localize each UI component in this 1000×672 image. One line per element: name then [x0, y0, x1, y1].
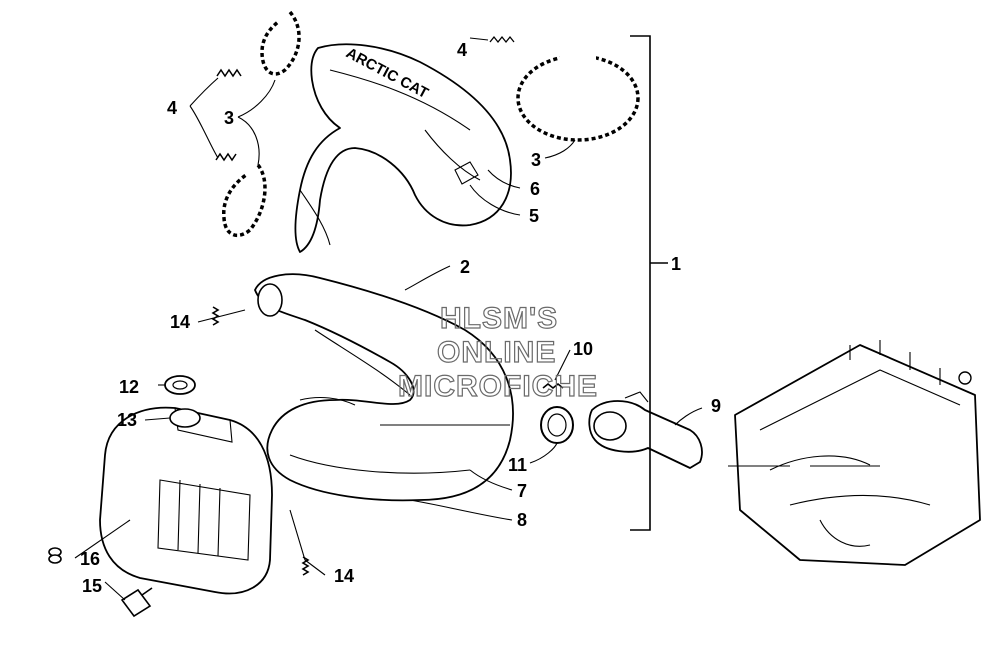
watermark-line1: HLSM'S: [440, 302, 558, 335]
clamp-chain-lower-left: [222, 163, 267, 238]
callout-4b: 4: [457, 40, 467, 60]
leader-lines: [74, 37, 880, 601]
spring-14-lower: [301, 556, 310, 576]
callout-3a: 3: [224, 108, 234, 128]
callout-3b: 3: [531, 150, 541, 170]
spring-small-upper: [216, 68, 242, 78]
expansion-chamber: [254, 273, 514, 502]
exhaust-manifold: [588, 391, 703, 469]
spring-small-top: [489, 35, 515, 44]
callout-10: 10: [573, 339, 593, 359]
exhaust-cover: ARCTIC CAT: [294, 43, 512, 253]
callout-2: 2: [460, 257, 470, 277]
clamp-band-right: [516, 52, 640, 142]
callout-16: 16: [80, 549, 100, 569]
callout-1: 1: [671, 254, 681, 274]
spring-small-lower: [215, 152, 237, 162]
callout-numbers: 1 2 3 3 4 4 5 6 7 8 9 10 11 12 13 14 14 …: [80, 40, 721, 596]
callout-13: 13: [117, 410, 137, 430]
clamp-chain-upper-left: [260, 10, 301, 76]
bolt-assembly-15: [120, 587, 153, 618]
callout-14b: 14: [334, 566, 354, 586]
callout-5: 5: [529, 206, 539, 226]
callout-14a: 14: [170, 312, 190, 332]
callout-4a: 4: [167, 98, 177, 118]
spring-10: [542, 382, 564, 390]
callout-8: 8: [517, 510, 527, 530]
callout-15: 15: [82, 576, 102, 596]
spring-14-upper: [211, 306, 220, 326]
watermark-line3: MICROFICHE: [398, 370, 598, 403]
watermark: HLSM'S ONLINE MICROFICHE: [397, 301, 598, 403]
cover-decal: [454, 161, 479, 185]
callout-12: 12: [119, 377, 139, 397]
assembly-bracket: [630, 35, 668, 531]
grommet: [164, 375, 196, 395]
callout-7: 7: [517, 481, 527, 501]
callout-6: 6: [530, 179, 540, 199]
callout-11: 11: [508, 455, 527, 475]
engine: [734, 340, 981, 566]
seal-ring: [540, 406, 574, 444]
watermark-line2: ONLINE: [437, 336, 556, 369]
muffler: [99, 406, 273, 595]
grommet-16: [48, 547, 62, 564]
callout-9: 9: [711, 396, 721, 416]
